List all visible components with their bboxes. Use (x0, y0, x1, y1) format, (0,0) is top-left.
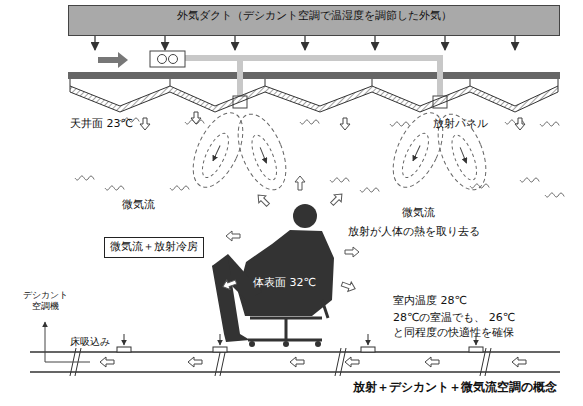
node-text: 微気流＋放射冷房 (110, 240, 198, 254)
radiation-wave (545, 193, 564, 197)
hanger (265, 79, 266, 86)
radiation-wave (170, 186, 189, 190)
floor-inlet (361, 347, 375, 352)
down-arrow (340, 118, 350, 130)
room-temp: 室内温度 28℃ (393, 294, 467, 309)
intake-arrow (220, 334, 221, 345)
ceiling-temp: 天井面 23℃ (70, 117, 133, 132)
radiation-wave (105, 186, 124, 190)
fan-unit (150, 51, 185, 67)
supply-arrow (374, 36, 376, 50)
return-arrow (100, 357, 114, 367)
hanger (558, 79, 559, 86)
chair-wheel (315, 341, 321, 347)
fan-symbol (169, 55, 178, 64)
radiation-wave (330, 178, 349, 182)
hanger (470, 79, 471, 86)
airflow-arrow (460, 147, 466, 163)
comfort-note: 28℃の室温でも、 26℃と同程度の快適性を確保 (393, 311, 568, 341)
return-arrow (290, 357, 304, 367)
intake-arrow (368, 334, 369, 345)
radiant-panel (70, 86, 558, 112)
heat-arrow (226, 231, 240, 241)
radiation-wave (300, 120, 319, 124)
person-leg (212, 258, 250, 342)
floor-inlet (117, 347, 131, 352)
floor-plenum (30, 352, 560, 372)
supply-arrow (514, 36, 516, 50)
airflow-arrow (413, 145, 420, 160)
flow-arrow (98, 52, 128, 68)
return-arrow (512, 357, 526, 367)
body-temp: 体表面 32℃ (253, 276, 316, 291)
legend-box: 微気流＋放射冷房 (104, 237, 204, 258)
caption: 放射＋デシカント＋微気流空調の概念 (353, 379, 557, 395)
heat-arrow (328, 191, 345, 208)
intake-arrow (124, 334, 125, 345)
radiation-wave (540, 122, 559, 126)
airflow-ellipse (183, 105, 253, 194)
down-arrow (140, 118, 150, 130)
person-head (293, 204, 317, 228)
airflow-label: 微気流 (122, 198, 155, 213)
airflow-ellipse (197, 130, 234, 181)
chair-wheel (249, 341, 255, 347)
return-arrow (345, 357, 359, 367)
radiation-wave (470, 184, 489, 188)
supply-arrow (234, 36, 236, 50)
radiation-note: 放射が人体の熱を取り去る (348, 225, 480, 240)
floor-intake-label: 床吸込み (70, 335, 110, 349)
airflow-arrow (213, 145, 220, 160)
floor-inlet (469, 347, 483, 352)
supply-arrow (164, 36, 166, 50)
desiccant-unit-label: デシカント 空調機 (14, 290, 76, 313)
heat-arrow (221, 277, 238, 291)
heat-arrow (295, 176, 305, 190)
down-arrow (191, 112, 201, 124)
airflow-label: 微気流 (402, 206, 435, 221)
radiation-wave (75, 176, 94, 180)
person-torso (238, 230, 334, 316)
supply-arrow (444, 36, 446, 50)
radiation-wave (390, 122, 409, 126)
return-arrow (188, 357, 202, 367)
chair-wheel (283, 341, 289, 347)
heat-arrow (340, 279, 357, 293)
airflow-ellipse (397, 130, 434, 181)
hanger (372, 79, 373, 86)
radiation-wave (360, 188, 379, 192)
hanger (170, 79, 171, 86)
airflow-ellipse (247, 132, 282, 183)
supply-arrow (94, 36, 96, 50)
outdoor-air-duct: 外気ダクト（デシカント空調で温湿度を調節した外気） (68, 5, 560, 36)
hanger (70, 79, 71, 86)
heat-arrow (345, 247, 359, 257)
supply-arrow (304, 36, 306, 50)
chair (322, 300, 328, 318)
airflow-ellipse (228, 107, 295, 196)
return-arrow (425, 357, 439, 367)
radiation-wave (520, 178, 539, 182)
duct-bar (68, 72, 560, 79)
airflow-ellipse (447, 132, 482, 183)
floor-inlet (213, 347, 227, 352)
chair (248, 318, 322, 340)
branch-pipe (185, 58, 440, 98)
panel-label: 放射パネル (433, 117, 488, 132)
airflow-ellipse (428, 107, 495, 196)
fan-symbol (158, 55, 167, 64)
airflow-arrow (260, 147, 266, 163)
node-text: 外気ダクト（デシカント空調で温湿度を調節した外気） (69, 9, 559, 23)
heat-arrow (255, 192, 272, 209)
down-arrow (515, 118, 525, 130)
